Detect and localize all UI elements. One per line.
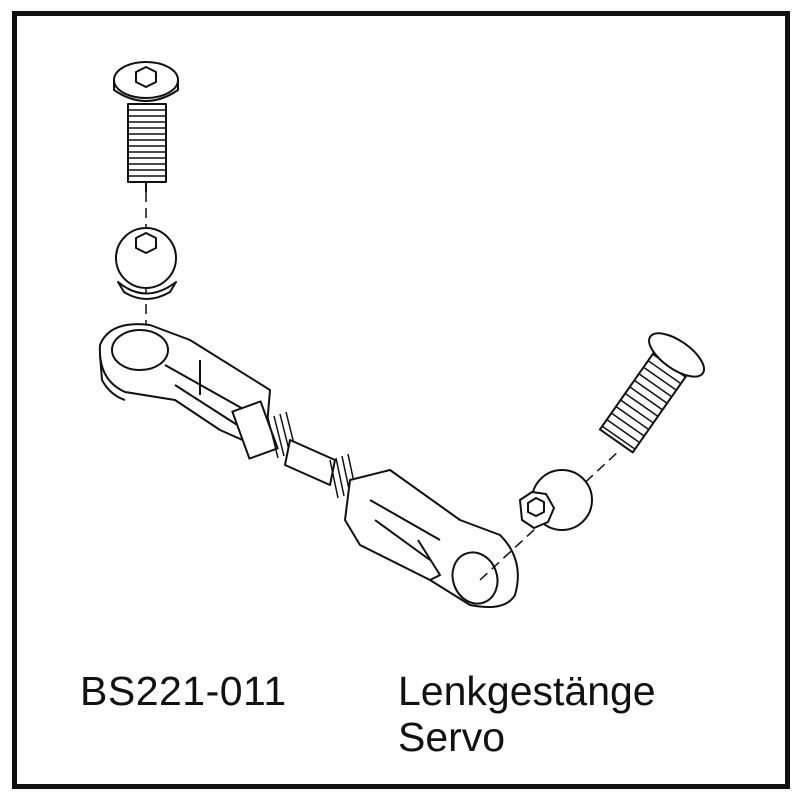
steering-linkage-rod bbox=[98, 323, 519, 608]
drawing-frame bbox=[12, 11, 790, 789]
part-name-line1: Lenkgestänge bbox=[398, 668, 656, 714]
ball-stud-right bbox=[519, 469, 593, 531]
top-screw bbox=[113, 61, 179, 192]
part-name-line2: Servo bbox=[398, 714, 506, 760]
right-screw bbox=[598, 332, 705, 454]
part-number: BS221-011 bbox=[80, 668, 287, 714]
part-name: Lenkgestänge Servo bbox=[398, 668, 656, 760]
ball-stud bbox=[115, 227, 177, 300]
